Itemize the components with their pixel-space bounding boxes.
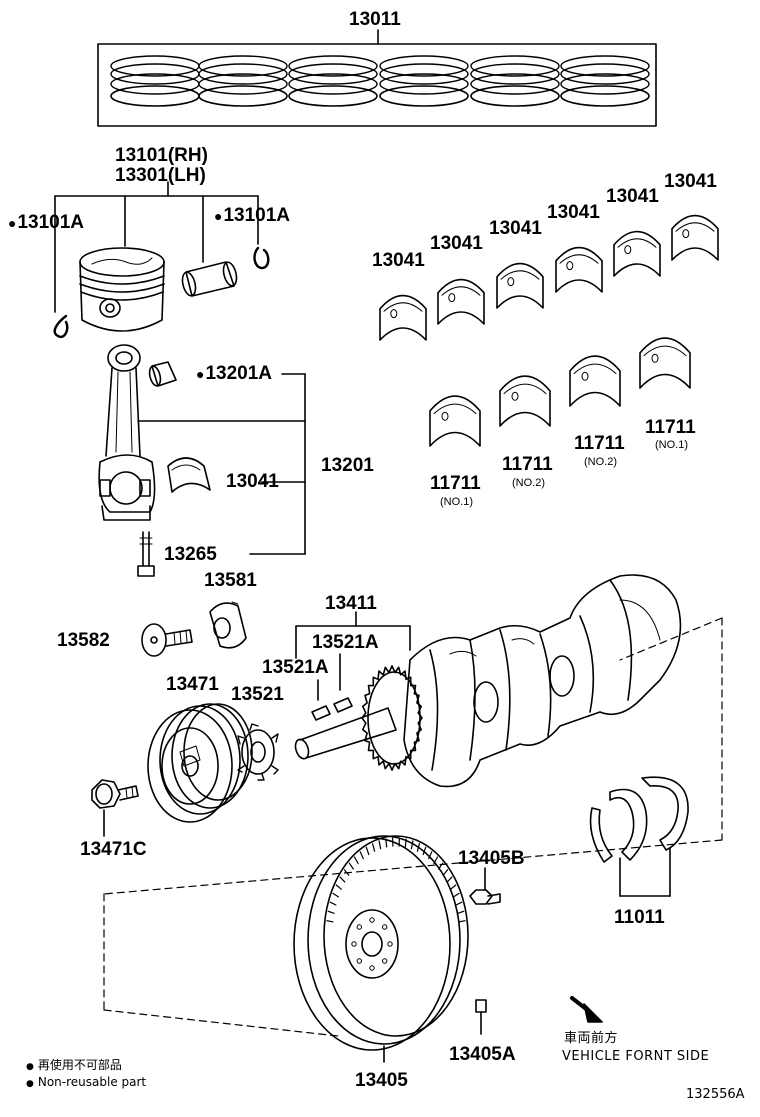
piston-ring-set-label: 13011	[349, 10, 401, 29]
front-side-jp: 車両前方	[564, 1032, 618, 1045]
bearing-shell-icon	[570, 356, 620, 406]
crank-sprocket-label: 13521	[231, 685, 284, 704]
crank-key-label: 13521A	[312, 633, 379, 652]
crank-key-label: 13521A	[262, 658, 329, 677]
bearing-shell-icon	[614, 232, 660, 276]
bearing-shell-icon	[438, 280, 484, 324]
piston-lh-label: 13301(LH)	[115, 166, 206, 185]
bearing-shell-icon	[497, 264, 543, 308]
bearing-shell-icon	[556, 248, 602, 292]
main-bearing-upper-label: 13041	[372, 251, 425, 270]
pulley-bolt-label: 13471C	[80, 840, 147, 859]
bearing-shell-icon	[500, 376, 550, 426]
front-side-en: VEHICLE FORNT SIDE	[562, 1050, 709, 1063]
snap-ring-left-icon	[55, 316, 68, 337]
main-bearing-upper-label: 13041	[664, 172, 717, 191]
conrod-assy-label: 13201	[321, 456, 374, 475]
sprocket-flange-icon	[210, 602, 246, 648]
flywheel-label: 13405	[355, 1071, 408, 1090]
conrod-bolt-label: 13265	[164, 545, 217, 564]
bearing-shell-icon	[380, 296, 426, 340]
bearing-shell-icon	[672, 216, 718, 260]
flywheel-bolt-icon	[470, 868, 500, 904]
connecting-rod-icon	[99, 345, 154, 520]
piston-ring-stack-icon	[380, 56, 468, 106]
main-bearing-upper-label: 13041	[547, 203, 600, 222]
piston-rh-label: 13101(RH)	[115, 146, 208, 165]
snap-ring-right-icon	[255, 248, 269, 268]
bearing-shell-icon	[430, 396, 480, 446]
piston-ring-stack-icon	[199, 56, 287, 106]
pulley-bolt-icon	[92, 780, 138, 836]
piston-ring-icon	[111, 56, 649, 106]
main-bearing-lower-label: 11711	[430, 474, 481, 493]
main-bearing-lower-label: 11711	[574, 434, 625, 453]
flange-bolt-icon	[142, 624, 192, 656]
main-bearing-lower-note: (NO.2)	[584, 457, 617, 468]
main-bearing-upper-label: 13041	[606, 187, 659, 206]
flywheel-bolt-label: 13405B	[458, 849, 525, 868]
conrod-bushing-label: 13201A	[196, 364, 272, 383]
main-bearing-upper-label: 13041	[430, 234, 483, 253]
snap-ring-right-label: 13101A	[214, 206, 290, 225]
piston-ring-stack-icon	[289, 56, 377, 106]
main-bearing-lower-note: (NO.1)	[440, 497, 473, 508]
flywheel-pin-label: 13405A	[449, 1045, 516, 1064]
flywheel-pin-icon	[476, 1000, 486, 1034]
main-bearing-lower-note: (NO.2)	[512, 478, 545, 489]
piston-ring-stack-icon	[111, 56, 199, 106]
main-bearing-lower-note: (NO.1)	[655, 440, 688, 451]
piston-leader-lines	[55, 182, 258, 312]
piston-ring-stack-icon	[561, 56, 649, 106]
bearing-shell-icon	[640, 338, 690, 388]
main-bearing-upper-label: 13041	[489, 219, 542, 238]
thrust-washer-icon	[591, 777, 689, 896]
piston-ring-stack-icon	[471, 56, 559, 106]
piston-icon	[80, 248, 164, 331]
piston-ring-set-group	[98, 30, 656, 126]
sprocket-flange-label: 13581	[204, 571, 257, 590]
piston-pin-icon	[180, 261, 238, 297]
crankshaft-leader-lines	[296, 612, 410, 700]
figure-id: 132556A	[686, 1088, 745, 1101]
conrod-bearing-label: 13041	[226, 472, 279, 491]
crank-pulley-icon	[148, 704, 252, 822]
main-bearing-lower-label: 11711	[502, 455, 553, 474]
legend-en: Non-reusable part	[26, 1076, 146, 1089]
snap-ring-left-label: 13101A	[8, 213, 84, 232]
main-bearing-lower-label: 11711	[645, 418, 696, 437]
conrod-bushing-icon	[148, 362, 176, 387]
conrod-bearing-icon	[168, 458, 210, 492]
flange-bolt-label: 13582	[57, 631, 110, 650]
crank-pulley-label: 13471	[166, 675, 219, 694]
legend-jp: 再使用不可部品	[26, 1059, 122, 1072]
crankshaft-label: 13411	[325, 594, 377, 613]
conrod-leader-lines	[138, 374, 305, 554]
front-direction-arrow-icon	[572, 998, 602, 1022]
conrod-bolt-icon	[138, 532, 154, 576]
thrust-washer-label: 11011	[614, 908, 665, 927]
